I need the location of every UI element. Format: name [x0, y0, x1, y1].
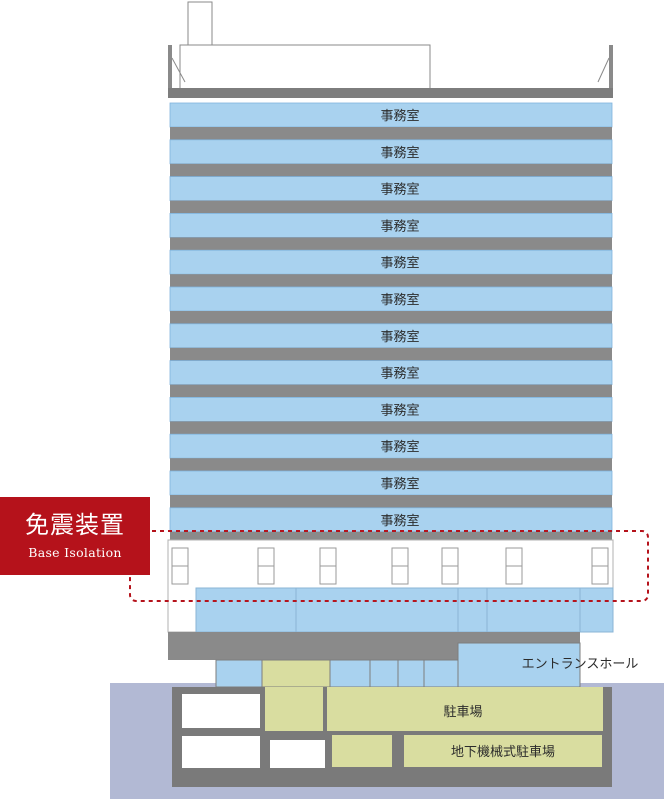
ramp-basement [265, 687, 323, 731]
parking-label: 駐車場 [443, 705, 482, 720]
ground-room-4 [397, 659, 425, 688]
office-floor-label: 事務室 [380, 182, 419, 198]
office-floor-band [169, 176, 613, 202]
parapet-brace-left [171, 57, 186, 83]
basement-room-3 [270, 740, 325, 768]
isolation-title: 免震装置 [25, 511, 125, 540]
office-floor-band [169, 212, 613, 238]
floor-slab [170, 127, 612, 140]
lobby-side [579, 587, 614, 633]
entrance-hall [457, 642, 581, 688]
floor-slab [170, 458, 612, 471]
office-floor-label: 事務室 [380, 255, 419, 271]
ground-room-3 [369, 659, 399, 688]
office-floor-band [169, 286, 613, 312]
office-floor-band [169, 470, 613, 496]
floor-slab [170, 347, 612, 361]
office-floor-band [169, 507, 613, 533]
floor-slab [170, 384, 612, 398]
isolation-subtitle: Base Isolation [28, 544, 122, 560]
office-floor-band [169, 433, 613, 459]
office-floor-band [169, 102, 613, 128]
entrance-label: エントランスホール [522, 657, 639, 672]
rooftop-penthouse [179, 44, 431, 92]
basement-room-1 [182, 694, 260, 728]
office-floor-label: 事務室 [380, 402, 419, 418]
floor-slab [170, 237, 612, 251]
mech-parking-area [404, 735, 602, 767]
ground-room-5 [423, 659, 459, 688]
office-floor-label: 事務室 [380, 108, 419, 124]
floor-slab [170, 274, 612, 287]
mech-parking-label: 地下機械式駐車場 [451, 745, 555, 760]
office-floor-label: 事務室 [380, 218, 419, 234]
ground-ramp [261, 659, 331, 688]
office-floor-band [169, 396, 613, 422]
parapet-left [168, 45, 172, 93]
office-floor-label: 事務室 [380, 329, 419, 345]
parapet-right [609, 45, 613, 93]
parking-area-2 [332, 735, 392, 767]
parking-area [327, 687, 603, 731]
rooftop-stack [187, 1, 213, 47]
office-floor-band [169, 360, 613, 386]
isolator-units [171, 547, 609, 585]
office-floor-band [169, 323, 613, 349]
roof-slab [168, 88, 613, 98]
base-isolation-tag: 免震装置 Base Isolation [0, 497, 150, 575]
isolation-dashed-outline [129, 530, 649, 602]
office-floor-label: 事務室 [380, 513, 419, 529]
floor-slab [170, 495, 612, 508]
ground-room-1 [215, 659, 263, 688]
office-floor-band [169, 249, 613, 275]
floor-slab [170, 311, 612, 324]
lobby-floor [195, 587, 581, 633]
basement-room-2 [182, 736, 260, 768]
office-floor-label: 事務室 [380, 145, 419, 161]
parapet-brace-right [597, 57, 610, 83]
office-floor-label: 事務室 [380, 476, 419, 492]
floor-slab [170, 421, 612, 435]
office-floor-label: 事務室 [380, 292, 419, 308]
office-floor-label: 事務室 [380, 439, 419, 455]
ground-room-2 [329, 659, 371, 688]
floor-slab [170, 200, 612, 214]
office-floor-label: 事務室 [380, 366, 419, 382]
floor-slab [170, 163, 612, 177]
